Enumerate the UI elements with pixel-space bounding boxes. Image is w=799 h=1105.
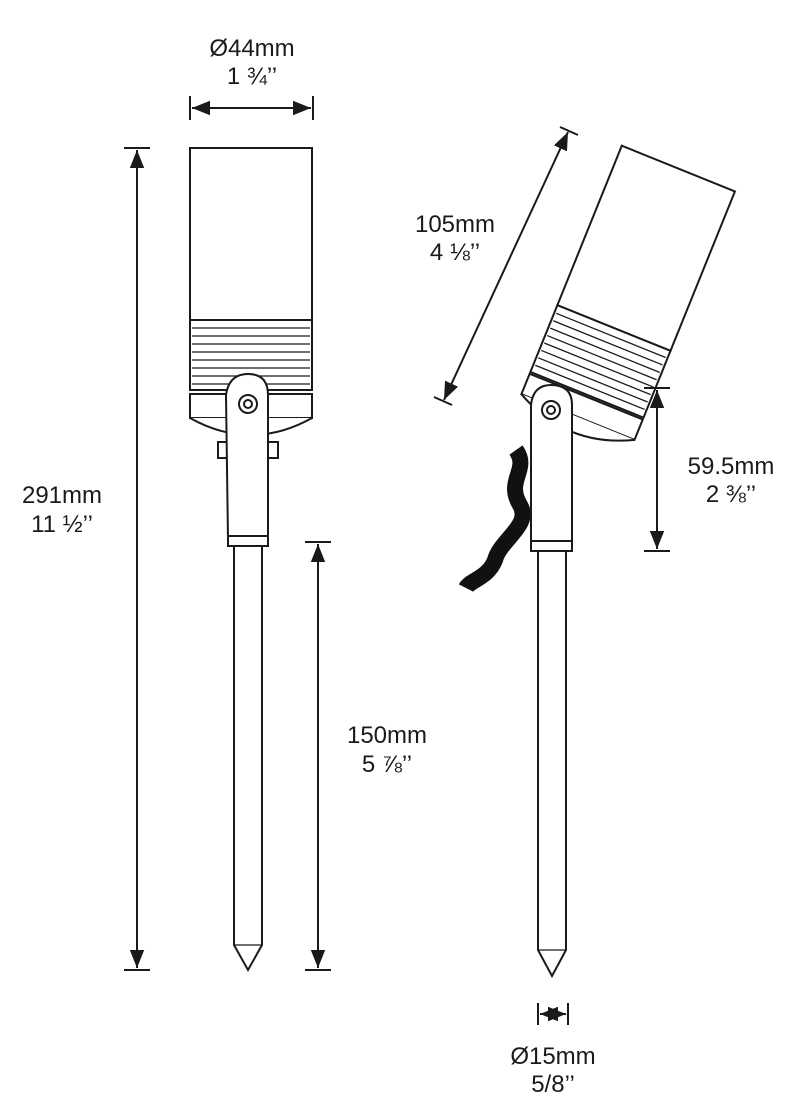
spike-length-metric: 150mm [347,722,427,749]
head-length-imperial: 4 ⅛’’ [430,239,480,266]
dimension-overall-height: 291mm 11 ½’’ [22,147,150,971]
overall-height-metric: 291mm [22,482,102,509]
knuckle-height-metric: 59.5mm [688,453,775,480]
head-diameter-metric: Ø44mm [209,35,294,62]
overall-height-imperial: 11 ½’’ [31,511,93,538]
ground-spike [233,545,263,973]
power-cable [458,445,531,593]
spotlight-angled-view [458,144,737,979]
dimension-knuckle-height: 59.5mm 2 ⅜’’ [644,387,775,552]
spike-diameter-imperial: 5/8’’ [531,1071,575,1098]
head-diameter-imperial: 1 ¾’’ [227,63,277,90]
head-cylinder [189,147,313,321]
tilted-ground-spike [537,550,567,979]
dimension-head-diameter: Ø44mm 1 ¾’’ [189,35,314,120]
knuckle-height-imperial: 2 ⅜’’ [706,481,756,508]
dimension-spike-diameter: Ø15mm 5/8’’ [510,1003,596,1098]
spike-length-imperial: 5 ⅞’’ [362,751,412,778]
head-length-metric: 105mm [415,211,495,238]
spike-diameter-metric: Ø15mm [510,1043,595,1070]
spotlight-front-view [189,147,313,973]
dimension-head-length: 105mm 4 ⅛’’ [415,126,579,406]
dimension-spike-length: 150mm 5 ⅞’’ [305,541,427,971]
knuckle-bracket [224,372,269,541]
